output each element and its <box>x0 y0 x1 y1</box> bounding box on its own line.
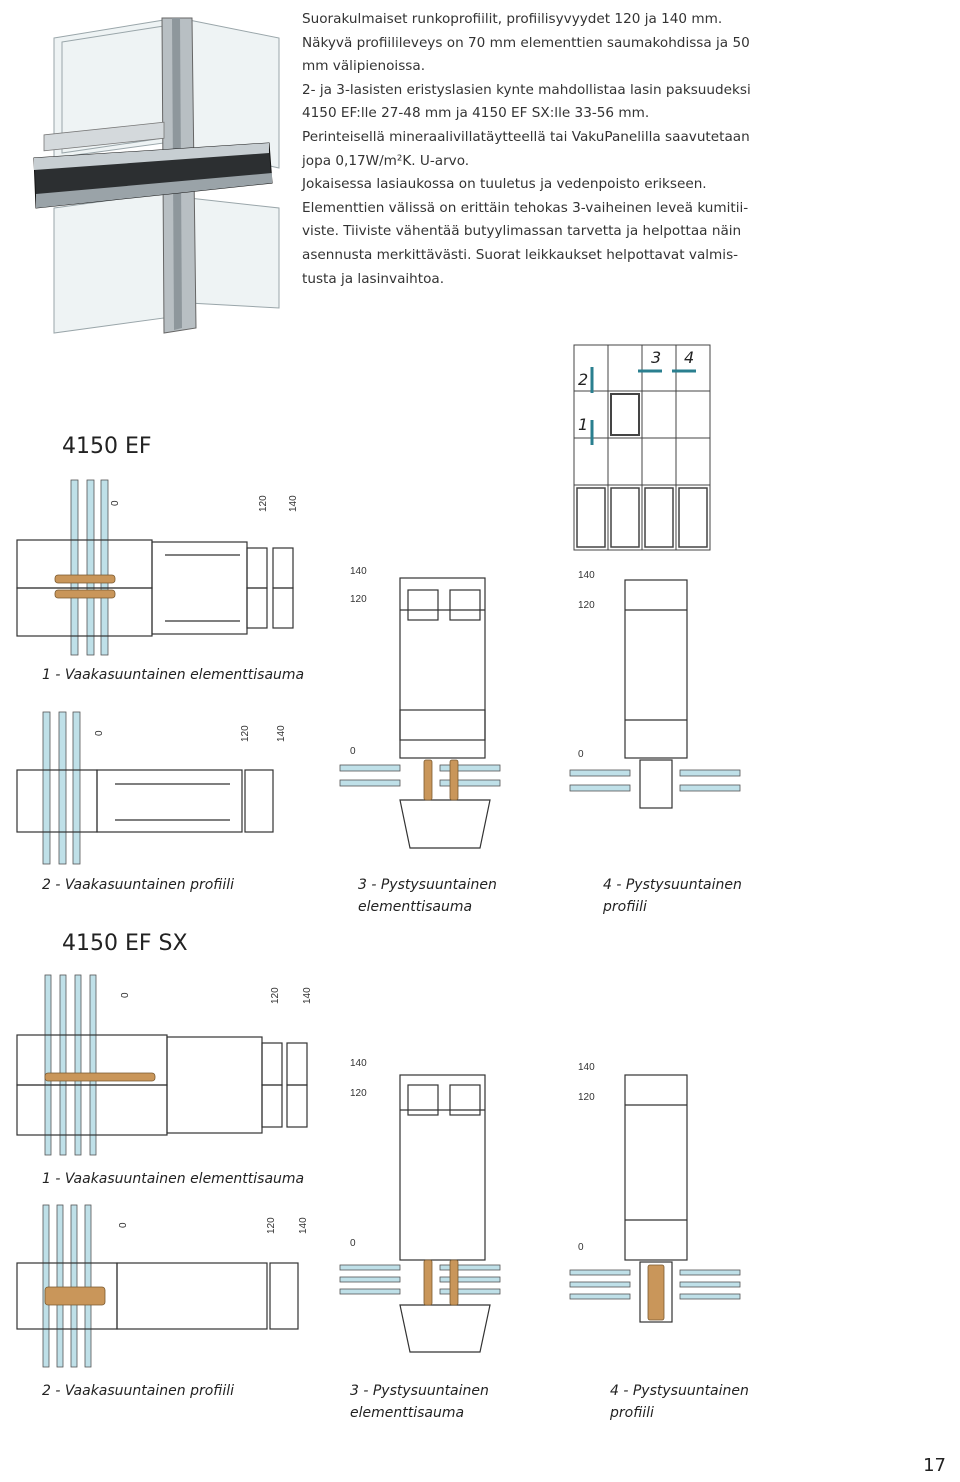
caption-2: 2 - Vaakasuuntainen profiili <box>42 874 234 896</box>
intro-line: asennusta merkittävästi. Suorat leikkauk… <box>302 246 739 263</box>
intro-line: 4150 EF:lle 27-48 mm ja 4150 EF SX:lle 3… <box>302 105 650 122</box>
intro-line: Perinteisellä mineraalivillatäytteellä t… <box>302 128 750 145</box>
drawing-horizontal-joint <box>16 479 294 656</box>
section-title: 4150 EF SX <box>62 931 188 956</box>
profile-illustration <box>33 17 280 334</box>
dim-120: 120 <box>578 600 595 611</box>
caption-4: 4 - Pystysuuntainen profiili <box>610 1380 749 1424</box>
caption-3: 3 - Pystysuuntainen elementtisauma <box>350 1380 489 1424</box>
caption-text: elementtisauma <box>350 1405 465 1421</box>
grid-marker-4: 4 <box>684 348 695 367</box>
dim-140: 140 <box>288 495 299 512</box>
drawing-vertical-joint <box>339 577 501 849</box>
caption-text: 3 - Pystysuuntainen <box>358 877 497 893</box>
intro-line: Elementtien välissä on erittäin tehokas … <box>302 199 749 216</box>
grid-marker-2: 2 <box>578 370 589 389</box>
intro-line: mm välipienoissa. <box>302 58 426 75</box>
dim-140: 140 <box>578 570 595 581</box>
dim-120: 120 <box>350 1088 367 1099</box>
intro-line: Suorakulmaiset runkoprofiilit, profiilis… <box>302 11 723 27</box>
dim-140: 140 <box>298 1217 309 1234</box>
intro-line: Jokaisessa lasiaukossa on tuuletus ja ve… <box>302 176 707 193</box>
caption-text: 4 - Pystysuuntainen <box>610 1383 749 1399</box>
intro-line: tusta ja lasinvaihtoa. <box>302 270 445 287</box>
drawing-horizontal-joint-sx <box>16 974 308 1156</box>
dim-0: 0 <box>94 730 105 736</box>
page-number: 17 <box>923 1455 946 1476</box>
dim-120: 120 <box>266 1217 277 1234</box>
dim-120: 120 <box>578 1092 595 1103</box>
intro-line: jopa 0,17W/m²K. U-arvo. <box>302 152 470 169</box>
dim-140: 140 <box>350 1058 367 1069</box>
intro-line: 2- ja 3-lasisten eristyslasien kynte mah… <box>302 81 751 98</box>
caption-text: elementtisauma <box>358 899 473 915</box>
drawing-horizontal-profile <box>16 711 274 865</box>
dim-0: 0 <box>120 992 131 998</box>
drawing-vertical-profile-sx <box>569 1074 741 1323</box>
dim-120: 120 <box>258 495 269 512</box>
caption-text: 1 - Vaakasuuntainen elementtisauma <box>42 667 305 683</box>
section-title: 4150 EF <box>62 434 152 459</box>
grid-marker-3: 3 <box>651 348 662 367</box>
grid-marker-1: 1 <box>578 415 589 434</box>
caption-1: 1 - Vaakasuuntainen elementtisauma <box>42 1168 304 1190</box>
intro-text: Suorakulmaiset runkoprofiilit, profiilis… <box>302 8 952 291</box>
dim-0: 0 <box>350 1238 356 1249</box>
intro-line: Näkyvä profiilileveys on 70 mm elementti… <box>302 34 750 51</box>
facade-grid-diagram <box>573 344 711 551</box>
drawing-horizontal-profile-sx <box>16 1204 299 1368</box>
dim-120: 120 <box>350 594 367 605</box>
dim-0: 0 <box>118 1222 129 1228</box>
dim-0: 0 <box>578 749 584 760</box>
caption-text: 1 - Vaakasuuntainen elementtisauma <box>42 1171 305 1187</box>
dim-0: 0 <box>110 500 121 506</box>
caption-2: 2 - Vaakasuuntainen profiili <box>42 1380 234 1402</box>
caption-text: 3 - Pystysuuntainen <box>350 1383 489 1399</box>
dim-0: 0 <box>578 1242 584 1253</box>
dim-120: 120 <box>270 987 281 1004</box>
caption-text: profiili <box>603 899 647 915</box>
caption-text: 2 - Vaakasuuntainen profiili <box>42 1383 234 1399</box>
intro-line: viste. Tiiviste vähentää butyylimassan t… <box>302 223 742 240</box>
dim-120: 120 <box>240 725 251 742</box>
drawing-vertical-profile <box>569 579 741 809</box>
dim-140: 140 <box>578 1062 595 1073</box>
dim-140: 140 <box>350 566 367 577</box>
caption-text: 2 - Vaakasuuntainen profiili <box>42 877 234 893</box>
caption-4: 4 - Pystysuuntainen profiili <box>603 874 742 918</box>
caption-text: profiili <box>610 1405 654 1421</box>
drawing-vertical-joint-sx <box>339 1074 501 1353</box>
caption-text: 4 - Pystysuuntainen <box>603 877 742 893</box>
dim-0: 0 <box>350 746 356 757</box>
caption-3: 3 - Pystysuuntainen elementtisauma <box>358 874 497 918</box>
dim-140: 140 <box>276 725 287 742</box>
caption-1: 1 - Vaakasuuntainen elementtisauma <box>42 664 304 686</box>
dim-140: 140 <box>302 987 313 1004</box>
